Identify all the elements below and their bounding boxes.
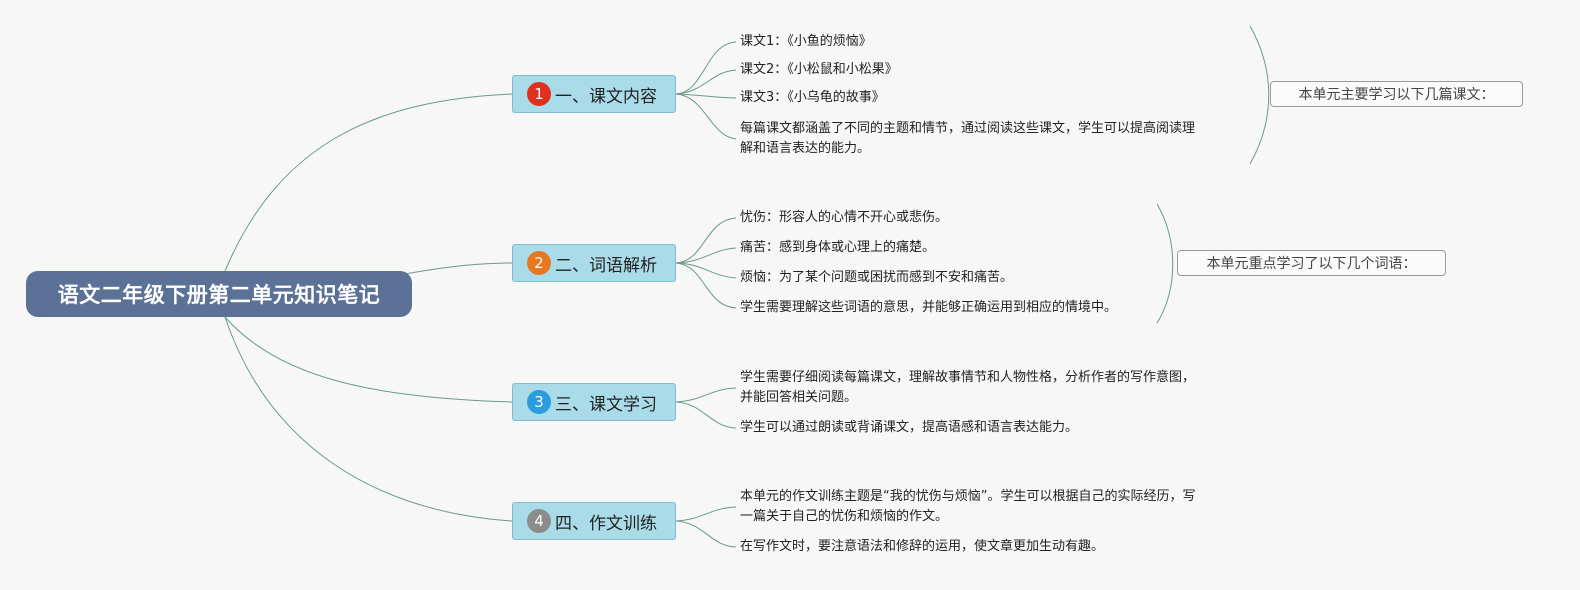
leaf-item[interactable]: 课文1：《小鱼的烦恼》 [740, 34, 872, 49]
branch-label: 四、作文训练 [555, 513, 657, 534]
leaf-line: 一篇关于自己的忧伤和烦恼的作文。 [740, 509, 949, 524]
leaf-item[interactable]: 学生可以通过朗读或背诵课文，提高语感和语言表达能力。 [740, 420, 1079, 435]
link-b4-leaf-2 [675, 520, 737, 548]
link-b1-leaf-2 [675, 69, 737, 95]
branch-label: 三、课文学习 [555, 394, 657, 415]
number-badge: 3 [527, 390, 551, 414]
link-b3-leaf-2 [675, 401, 737, 429]
leaf-item[interactable]: 每篇课文都涵盖了不同的主题和情节，通过阅读这些课文，学生可以提高阅读理 解和语言… [740, 119, 1195, 159]
branch-writing-training[interactable]: 4 四、作文训练 [512, 502, 676, 540]
summary-brace-2 [1156, 203, 1174, 324]
branch-label: 一、课文内容 [555, 86, 657, 107]
leaf-item[interactable]: 忧伤：形容人的心情不开心或悲伤。 [740, 210, 949, 225]
link-b2-leaf-3 [675, 262, 737, 279]
leaf-item[interactable]: 学生需要理解这些词语的意思，并能够正确运用到相应的情境中。 [740, 300, 1118, 315]
link-b1-leaf-3 [675, 93, 737, 99]
leaf-line: 学生需要仔细阅读每篇课文，理解故事情节和人物性格，分析作者的写作意图， [740, 370, 1196, 385]
link-b4-leaf-1 [675, 506, 737, 522]
central-topic[interactable]: 语文二年级下册第二单元知识笔记 [26, 271, 412, 317]
link-root-branch-1 [224, 93, 513, 272]
leaf-line: 并能回答相关问题。 [740, 390, 858, 405]
number-badge: 1 [527, 82, 551, 106]
leaf-item[interactable]: 课文3：《小乌龟的故事》 [740, 90, 885, 105]
leaf-line: 本单元的作文训练主题是“我的忧伤与烦恼”。学生可以根据自己的实际经历，写 [740, 489, 1196, 504]
link-root-branch-4 [224, 316, 513, 522]
leaf-item[interactable]: 痛苦：感到身体或心理上的痛楚。 [740, 240, 936, 255]
link-b1-leaf-4 [675, 93, 737, 140]
summary-box[interactable]: 本单元重点学习了以下几个词语： [1177, 250, 1446, 276]
link-b2-leaf-1 [675, 217, 737, 264]
number-badge: 4 [527, 509, 551, 533]
summary-brace-1 [1249, 25, 1270, 165]
link-root-branch-3 [224, 316, 513, 403]
leaf-item[interactable]: 学生需要仔细阅读每篇课文，理解故事情节和人物性格，分析作者的写作意图， 并能回答… [740, 368, 1195, 408]
branch-label: 二、词语解析 [555, 255, 657, 276]
number-badge: 2 [527, 251, 551, 275]
leaf-line: 每篇课文都涵盖了不同的主题和情节，通过阅读这些课文，学生可以提高阅读理 [740, 121, 1196, 136]
branch-course-content[interactable]: 1 一、课文内容 [512, 75, 676, 113]
link-b2-leaf-2 [675, 247, 737, 264]
link-b3-leaf-1 [675, 387, 737, 403]
link-root-branch-2 [404, 262, 513, 275]
branch-text-study[interactable]: 3 三、课文学习 [512, 383, 676, 421]
leaf-line: 解和语言表达的能力。 [740, 141, 871, 156]
link-b2-leaf-4 [675, 262, 737, 309]
summary-box[interactable]: 本单元主要学习以下几篇课文： [1270, 81, 1523, 107]
leaf-item[interactable]: 在写作文时，要注意语法和修辞的运用，使文章更加生动有趣。 [740, 539, 1105, 554]
leaf-item[interactable]: 本单元的作文训练主题是“我的忧伤与烦恼”。学生可以根据自己的实际经历，写 一篇关… [740, 487, 1195, 527]
leaf-item[interactable]: 烦恼：为了某个问题或困扰而感到不安和痛苦。 [740, 270, 1014, 285]
branch-word-analysis[interactable]: 2 二、词语解析 [512, 244, 676, 282]
leaf-item[interactable]: 课文2：《小松鼠和小松果》 [740, 62, 898, 77]
link-b1-leaf-1 [675, 41, 737, 95]
